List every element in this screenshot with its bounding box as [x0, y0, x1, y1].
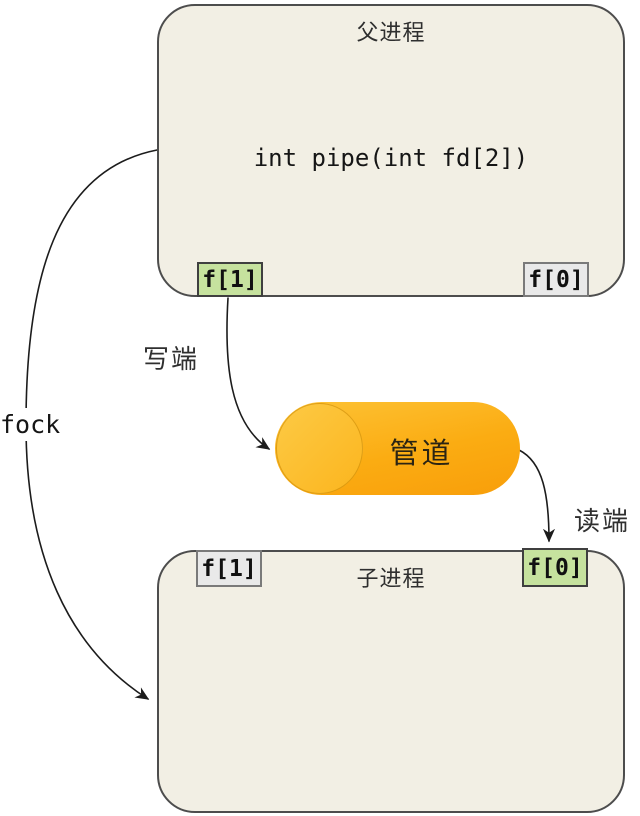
read-end-arrow [518, 449, 556, 543]
pipe-cylinder: 管道 [275, 402, 520, 495]
parent-process-title: 父进程 [356, 21, 426, 46]
parent-process-box: 父进程 int pipe(int fd[2]) [157, 4, 625, 297]
write-end-arrow [226, 297, 271, 450]
fork-label: fock [0, 408, 61, 441]
parent-fd0-tag: f[0] [523, 262, 589, 297]
pipe-label: 管道 [389, 436, 454, 470]
pipe-syscall-text: int pipe(int fd[2]) [253, 144, 529, 172]
read-end-label: 读端 [574, 507, 631, 537]
parent-fd1-tag: f[1] [197, 262, 263, 297]
child-process-title: 子进程 [356, 567, 426, 592]
child-fd0-tag: f[0] [522, 548, 588, 587]
pipe-cylinder-cap [276, 403, 363, 494]
child-fd1-tag: f[1] [196, 550, 262, 587]
child-process-box: 子进程 [157, 550, 625, 813]
write-end-label: 写端 [143, 345, 200, 375]
